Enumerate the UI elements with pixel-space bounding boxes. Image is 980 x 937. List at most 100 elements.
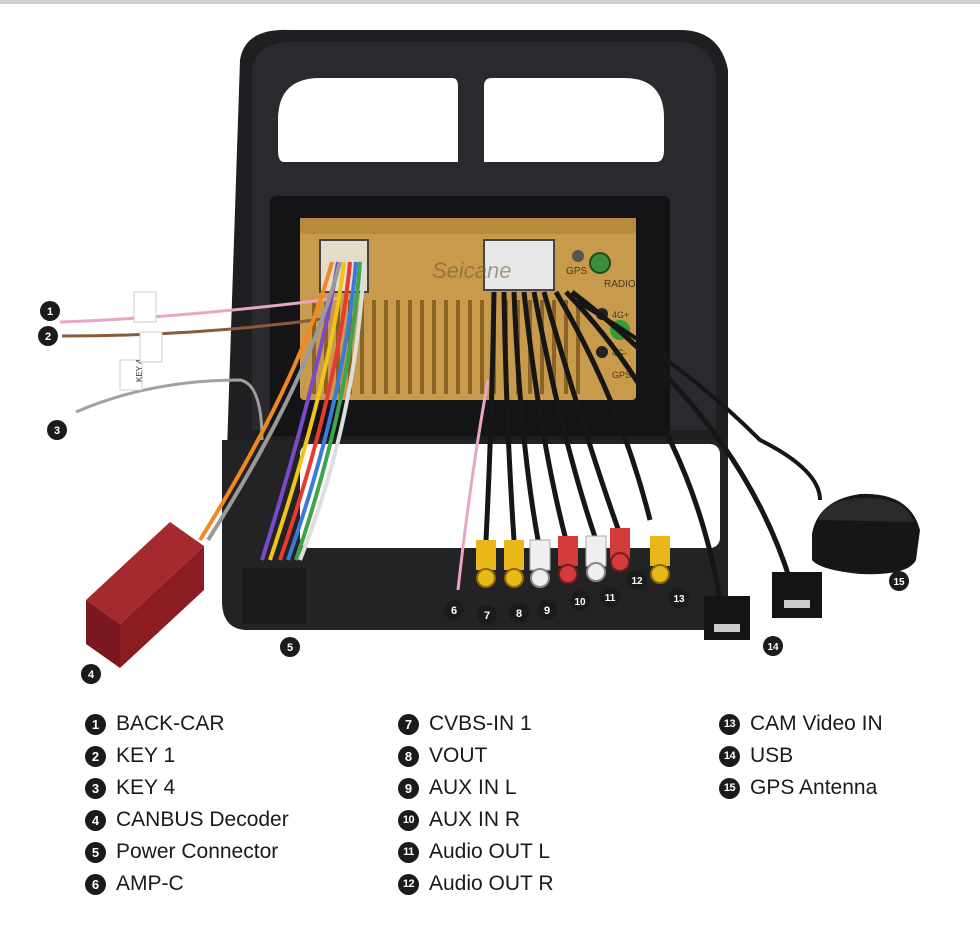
callout-10: 10 xyxy=(570,591,590,611)
legend-number-badge: 4 xyxy=(85,809,106,831)
callout-15: 15 xyxy=(889,571,909,591)
svg-text:8: 8 xyxy=(516,608,522,620)
legend-item: 13 CAM Video IN xyxy=(719,708,883,740)
svg-text:12: 12 xyxy=(631,576,643,587)
legend-label: USB xyxy=(750,744,794,767)
legend-item: 6 AMP-C xyxy=(85,868,289,900)
svg-text:14: 14 xyxy=(767,642,779,653)
callout-14: 14 xyxy=(763,636,783,656)
wire-tag-key1 xyxy=(139,331,163,363)
rca-plug-vout xyxy=(504,540,524,588)
legend-item: 4 CANBUS Decoder xyxy=(85,804,289,836)
wire-back-car xyxy=(59,296,341,324)
legend-number-badge: 5 xyxy=(85,841,106,863)
callout-13: 13 xyxy=(669,588,689,608)
rca-plug-audio-out-l xyxy=(585,535,607,582)
svg-text:10: 10 xyxy=(574,597,586,608)
legend-number-badge: 14 xyxy=(719,745,740,767)
legend-item: 2 KEY 1 xyxy=(85,740,289,772)
usb-connector-1 xyxy=(704,596,750,640)
gps-port-label: GPS xyxy=(566,266,587,277)
rca-plug-aux-in-l xyxy=(529,539,551,588)
legend-item: 8 VOUT xyxy=(398,740,554,772)
legend-item: 10 AUX IN R xyxy=(398,804,554,836)
svg-text:13: 13 xyxy=(673,594,685,605)
wire-tag-key4-text: KEY 4 xyxy=(135,359,144,382)
legend-label: BACK-CAR xyxy=(116,712,225,735)
rca-plug-cam-video-in xyxy=(650,536,670,584)
legend-number-badge: 7 xyxy=(398,713,419,735)
radio-antenna-socket xyxy=(589,252,611,274)
gps-antenna-puck xyxy=(812,493,920,575)
callout-4: 4 xyxy=(81,664,101,684)
wire-tag-back-car xyxy=(133,291,157,323)
port-4g-plus-label: 4G+ xyxy=(612,310,629,320)
legend-item: 15 GPS Antenna xyxy=(719,772,883,804)
svg-text:15: 15 xyxy=(893,577,905,588)
wire-key1 xyxy=(61,316,331,338)
svg-text:7: 7 xyxy=(484,610,490,622)
top-divider xyxy=(0,0,980,4)
legend-column-2: 7 CVBS-IN 1 8 VOUT 9 AUX IN L 10 AUX IN R 11… xyxy=(398,708,554,900)
gps-socket xyxy=(572,250,584,262)
svg-text:5: 5 xyxy=(287,642,293,654)
gps-lower-label: GPS xyxy=(612,370,631,380)
svg-text:11: 11 xyxy=(605,593,616,604)
wire-tag-key4 xyxy=(119,359,143,391)
callout-5: 5 xyxy=(280,637,300,657)
svg-text:2: 2 xyxy=(45,331,51,343)
legend-item: 5 Power Connector xyxy=(85,836,289,868)
legend-label: CAM Video IN xyxy=(750,712,883,735)
legend-number-badge: 12 xyxy=(398,873,419,895)
legend-number-badge: 3 xyxy=(85,777,106,799)
legend-label: CVBS-IN 1 xyxy=(429,712,532,735)
av-connector-block xyxy=(483,239,555,291)
legend-number-badge: 1 xyxy=(85,713,106,735)
svg-text:3: 3 xyxy=(54,425,60,437)
legend-number-badge: 6 xyxy=(85,873,106,895)
legend-number-badge: 15 xyxy=(719,777,740,799)
legend-number-badge: 10 xyxy=(398,809,419,831)
radio-port-label: RADIO xyxy=(604,279,636,290)
rca-plug-aux-in-r xyxy=(558,536,578,584)
rca-plug-cvbs-in-1 xyxy=(476,540,496,588)
legend-label: Power Connector xyxy=(116,840,279,863)
legend-item: 1 BACK-CAR xyxy=(85,708,289,740)
wiring-diagram-photo: Seicane GPS RADIO 4G+ 4G- GPS KEY 4 xyxy=(38,29,920,684)
wire-key4 xyxy=(75,378,264,441)
legend-item: 14 USB xyxy=(719,740,883,772)
legend-label: AMP-C xyxy=(116,872,184,895)
legend-item: 7 CVBS-IN 1 xyxy=(398,708,554,740)
svg-text:6: 6 xyxy=(451,605,457,617)
legend-number-badge: 2 xyxy=(85,745,106,767)
callout-2: 2 xyxy=(38,326,58,346)
svg-text:9: 9 xyxy=(544,605,550,617)
legend-number-badge: 9 xyxy=(398,777,419,799)
legend-label: KEY 1 xyxy=(116,744,176,767)
wire-harness-bundle xyxy=(198,261,366,561)
legend-label: VOUT xyxy=(429,744,488,767)
legend-label: AUX IN L xyxy=(429,776,517,799)
amp-c-wire xyxy=(456,379,490,591)
canbus-decoder-box xyxy=(86,522,204,668)
legend-number-badge: 8 xyxy=(398,745,419,767)
callout-9: 9 xyxy=(537,600,557,620)
callout-1: 1 xyxy=(40,301,60,321)
legend-label: GPS Antenna xyxy=(750,776,878,799)
port-4g-minus-socket xyxy=(596,346,608,358)
usb-connector-2 xyxy=(772,572,822,618)
legend-number-badge: 11 xyxy=(398,841,419,863)
callout-11: 11 xyxy=(600,587,620,607)
legend-label: CANBUS Decoder xyxy=(116,808,289,831)
callout-7: 7 xyxy=(477,605,497,625)
brand-watermark: Seicane xyxy=(432,258,512,283)
callout-8: 8 xyxy=(509,603,529,623)
legend-number-badge: 13 xyxy=(719,713,740,735)
svg-text:4: 4 xyxy=(88,669,95,681)
legend-label: AUX IN R xyxy=(429,808,521,831)
rca-plug-audio-out-r xyxy=(610,528,630,572)
